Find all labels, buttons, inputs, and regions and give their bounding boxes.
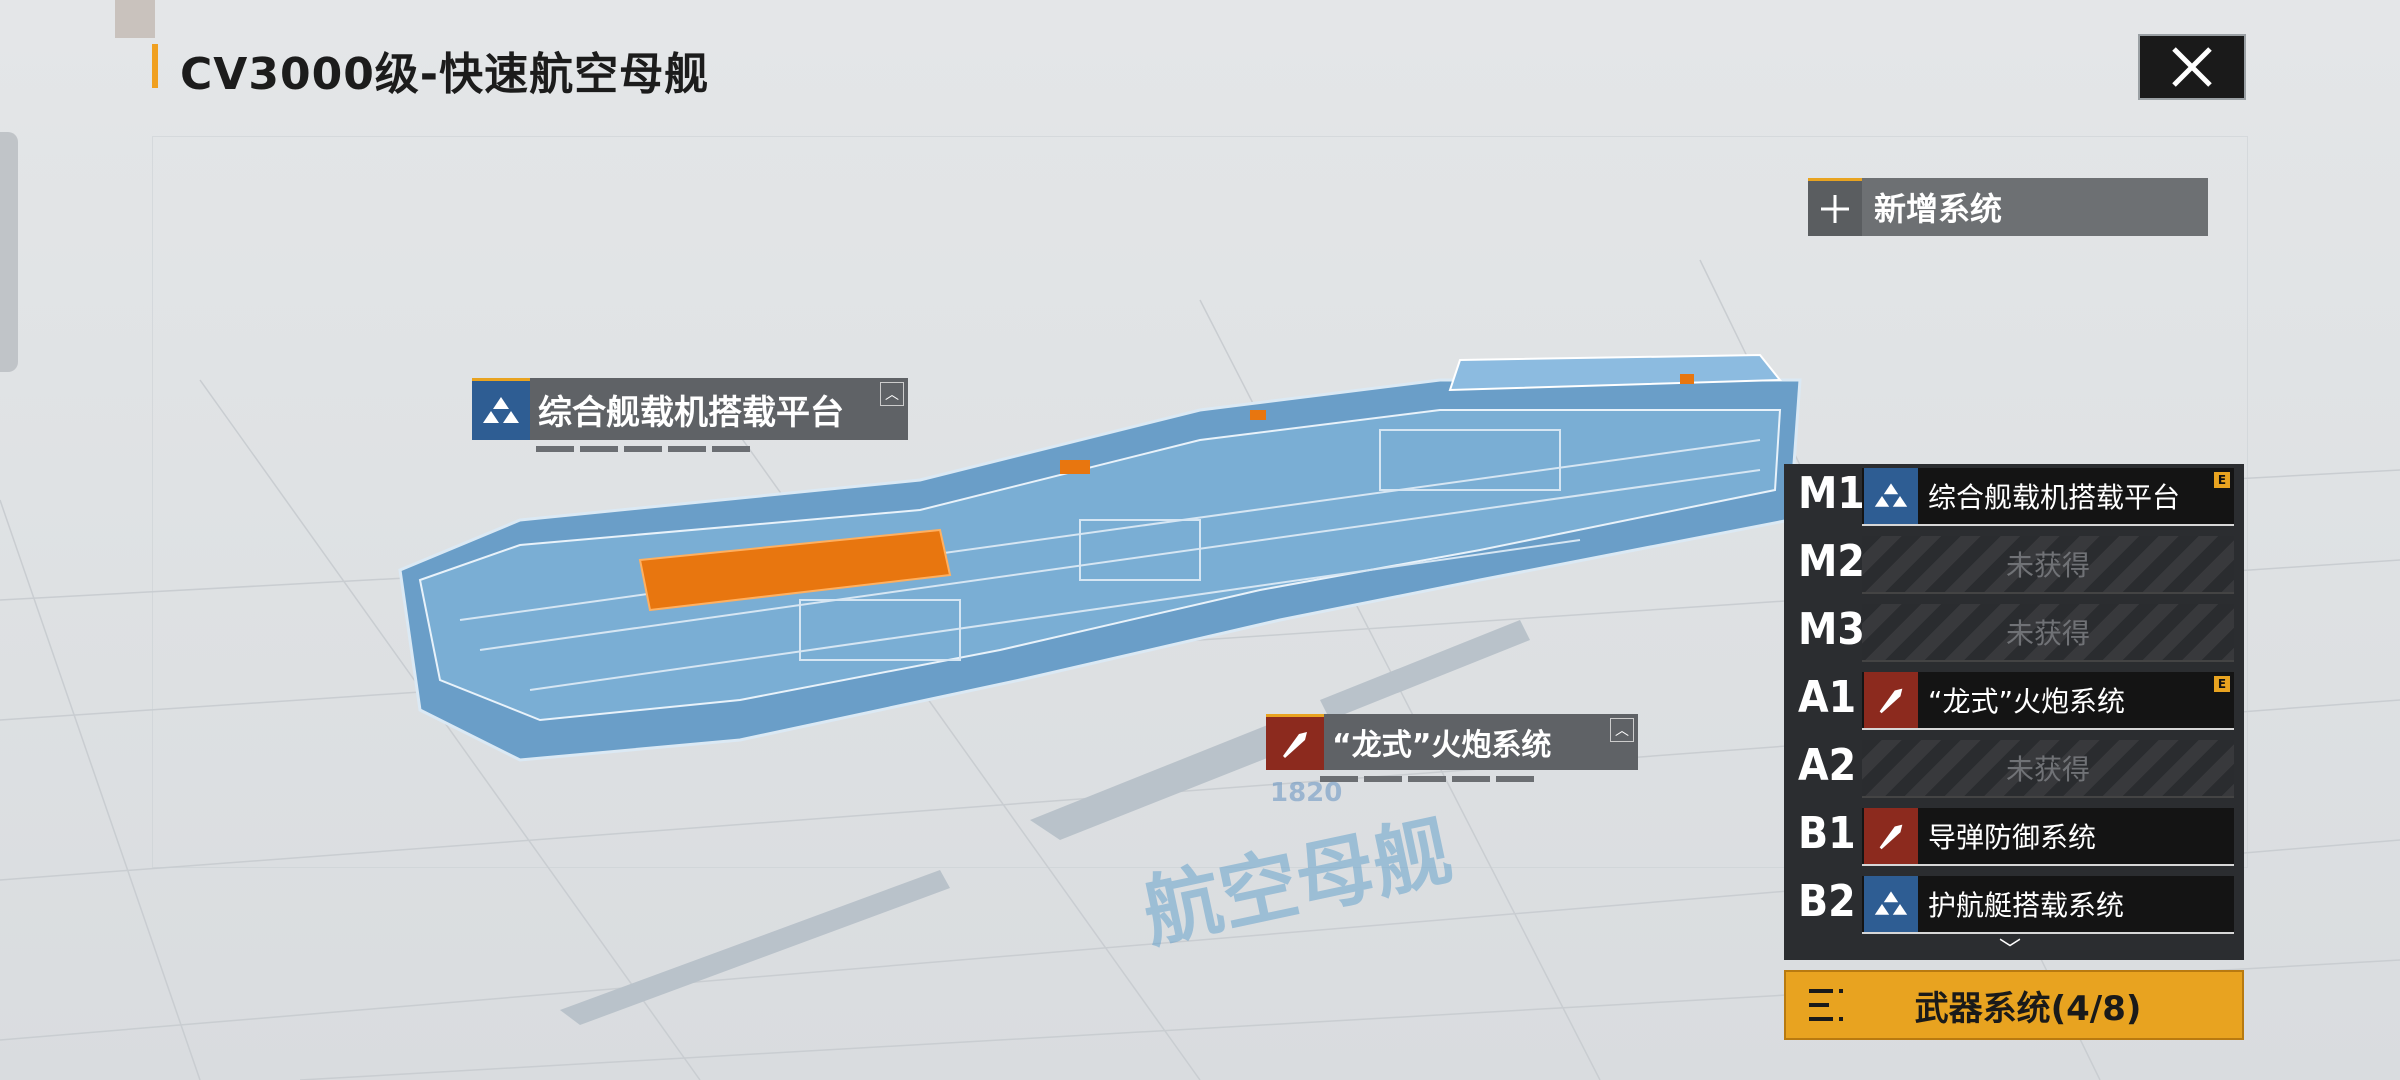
chevron-down-icon[interactable]: ﹀: [1998, 938, 2021, 963]
close-icon: [2172, 47, 2212, 87]
system-slot-panel: M1 综合舰载机搭载平台 E M2 未获得 M3 未获得 A1 “龙式”火炮系统…: [1784, 464, 2244, 960]
shell-icon: [1864, 808, 1918, 864]
slot-name: 未获得: [2005, 617, 2090, 650]
slot-name: 综合舰载机搭载平台: [1928, 481, 2181, 514]
slot-A2[interactable]: A2 未获得: [1784, 736, 2244, 802]
carrier-ship-model[interactable]: [380, 350, 1820, 800]
side-drawer-handle[interactable]: [0, 132, 18, 372]
callout-progress: [1320, 776, 1534, 782]
slot-name: 导弹防御系统: [1928, 821, 2097, 854]
slot-code: M3: [1798, 604, 1865, 655]
plus-icon: [1808, 178, 1862, 236]
callout-label: “龙式”火炮系统: [1332, 728, 1552, 763]
weapon-systems-label: 武器系统(4/8): [1914, 988, 2142, 1029]
slot-A1[interactable]: A1 “龙式”火炮系统 E: [1784, 668, 2244, 734]
slot-M2[interactable]: M2 未获得: [1784, 532, 2244, 598]
slot-name: 未获得: [2005, 753, 2090, 786]
triangle-cluster-icon: [1864, 876, 1918, 932]
triangle-cluster-icon: [1864, 468, 1918, 524]
slot-code: A1: [1798, 672, 1857, 723]
slot-name: “龙式”火炮系统: [1928, 685, 2126, 718]
shell-icon: [1864, 672, 1918, 728]
chevron-up-icon[interactable]: ︿: [1610, 718, 1634, 742]
callout-dragon-cannon[interactable]: “龙式”火炮系统 ︿: [1266, 714, 1638, 770]
equip-badge: E: [2214, 676, 2230, 692]
close-button[interactable]: [2138, 34, 2246, 100]
add-system-button[interactable]: 新增系统: [1808, 178, 2208, 236]
slot-B1[interactable]: B1 导弹防御系统: [1784, 804, 2244, 870]
chevron-up-icon[interactable]: ︿: [880, 382, 904, 406]
page-title: CV3000级-快速航空母舰: [180, 49, 710, 100]
title-accent: [152, 44, 158, 88]
callout-carrier-platform[interactable]: 综合舰载机搭载平台 ︿: [472, 378, 908, 440]
list-menu-icon: [1809, 989, 1843, 1021]
weapon-systems-button[interactable]: 武器系统(4/8): [1784, 970, 2244, 1040]
slot-M3[interactable]: M3 未获得: [1784, 600, 2244, 666]
equip-badge: E: [2214, 472, 2230, 488]
highlighted-module: [638, 528, 952, 612]
corner-marker: [115, 0, 155, 38]
triangle-cluster-icon: [472, 378, 530, 440]
slot-code: M2: [1798, 536, 1865, 587]
add-system-label: 新增系统: [1874, 190, 2003, 228]
slot-code: M1: [1798, 468, 1865, 519]
slot-name: 未获得: [2005, 549, 2090, 582]
viewport-frame: [152, 136, 2248, 868]
slot-B2[interactable]: B2 护航艇搭载系统: [1784, 872, 2244, 938]
slot-name: 护航艇搭载系统: [1928, 889, 2125, 922]
slot-code: B1: [1798, 808, 1856, 859]
watermark-number: 1820: [1270, 778, 1343, 808]
slot-M1[interactable]: M1 综合舰载机搭载平台 E: [1784, 464, 2244, 530]
callout-label: 综合舰载机搭载平台: [538, 392, 844, 433]
shell-icon: [1266, 714, 1324, 770]
slot-code: B2: [1798, 876, 1856, 927]
slot-code: A2: [1798, 740, 1857, 791]
callout-progress: [536, 446, 750, 452]
